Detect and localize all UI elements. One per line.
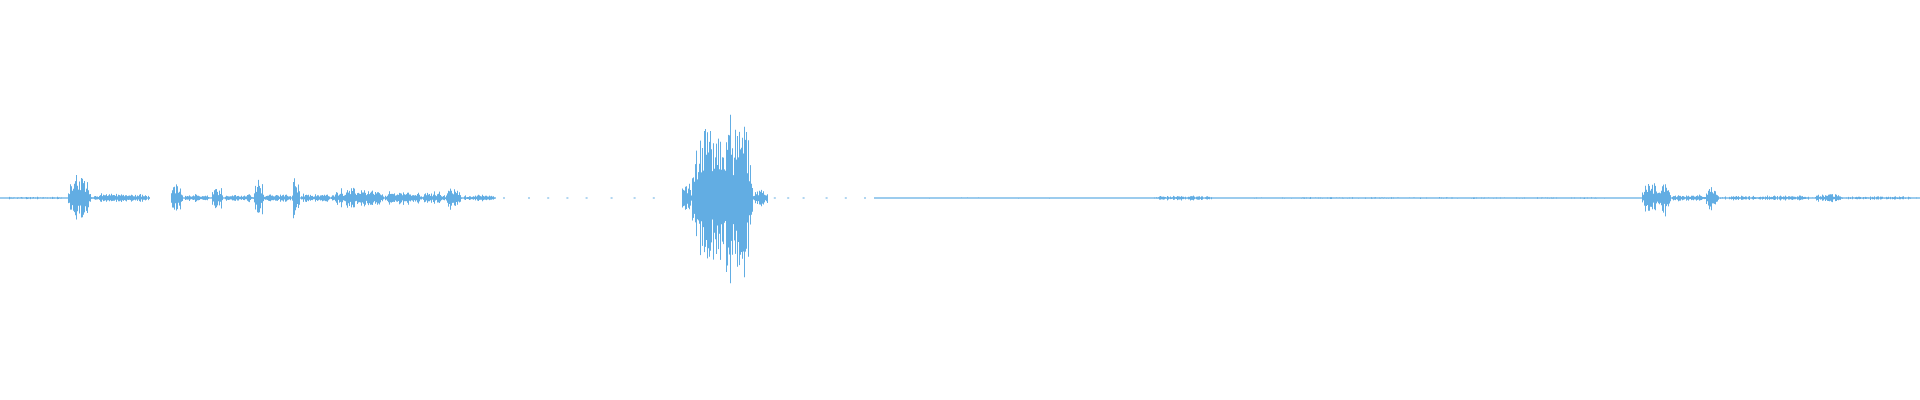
waveform-dot [633,197,636,199]
waveform-dot [585,197,588,199]
waveform-dot [844,197,847,199]
waveform-dot [825,197,828,199]
waveform-path [0,114,1920,284]
waveform-dot [802,197,805,199]
waveform-dot [503,197,505,199]
waveform-dot [773,197,776,199]
waveform-dot [864,197,866,199]
waveform-dot [610,197,613,199]
waveform-dot [787,197,790,199]
waveform-samples [0,114,1920,284]
waveform-dot [652,197,655,199]
waveform-dot [547,197,550,199]
waveform-dot [566,197,569,199]
waveform-dot [528,197,530,199]
